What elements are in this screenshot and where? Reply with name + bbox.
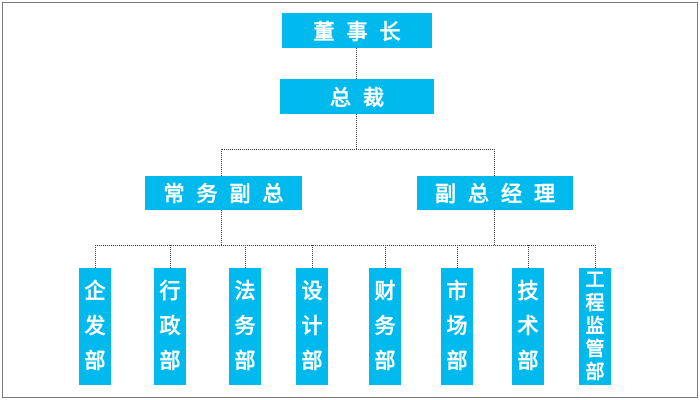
- connector-drop-dept-2: [245, 245, 246, 268]
- node-dept-marketing: 市场部: [441, 268, 473, 385]
- node-executive-vp: 常务副总: [145, 176, 302, 210]
- node-dept-engineering-supervision: 工程监管部: [579, 268, 611, 385]
- connector-drop-dept-7: [595, 245, 596, 268]
- connector-departments-bus: [95, 245, 596, 246]
- connector-drop-dept-3: [312, 245, 313, 268]
- node-dept-enterprise-development: 企发部: [79, 268, 111, 385]
- node-dept-design: 设计部: [296, 268, 328, 385]
- node-dept-finance: 财务部: [369, 268, 401, 385]
- connector-drop-dept-1: [170, 245, 171, 268]
- connector-level3-bus: [221, 149, 495, 150]
- node-dept-administration: 行政部: [154, 268, 186, 385]
- node-dept-legal: 法务部: [229, 268, 261, 385]
- connector-president-down: [356, 114, 357, 149]
- node-president: 总裁: [280, 79, 434, 114]
- node-chairman: 董事长: [282, 13, 432, 48]
- node-dept-technology: 技术部: [512, 268, 544, 385]
- connector-drop-dept-5: [457, 245, 458, 268]
- connector-deputy-gm-down: [494, 210, 495, 245]
- connector-drop-dept-4: [385, 245, 386, 268]
- connector-executive-vp-down: [221, 210, 222, 245]
- connector-to-deputy-gm: [494, 149, 495, 176]
- connector-drop-dept-6: [528, 245, 529, 268]
- node-deputy-gm: 副总经理: [417, 176, 573, 210]
- connector-drop-dept-0: [95, 245, 96, 268]
- connector-chairman-president: [356, 48, 357, 79]
- connector-to-executive-vp: [221, 149, 222, 176]
